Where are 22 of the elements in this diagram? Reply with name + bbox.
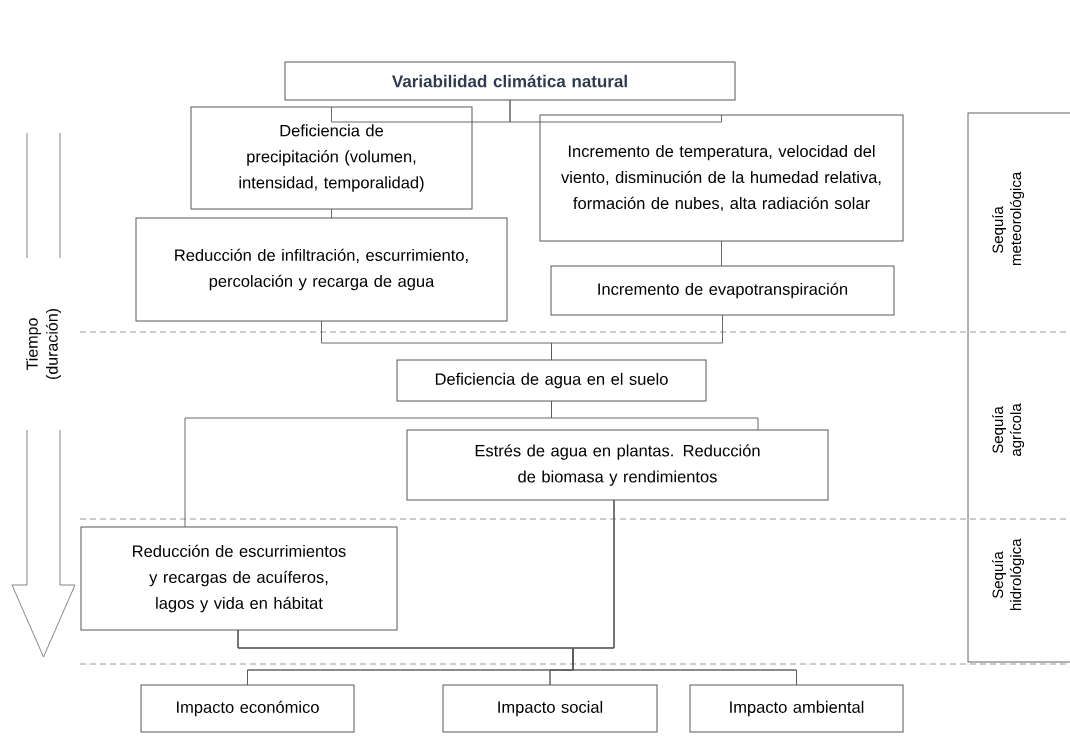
process-box: Reducción de escurrimientos y recargas de acuíferos, lagos y vida en hábitat — [80, 526, 398, 631]
process-box: Deficiencia de precipitación (volumen, intensidad, temporalidad) — [190, 106, 473, 210]
connector-line — [331, 208, 332, 219]
stage-band — [967, 112, 1070, 663]
title-box: Variabilidad climática natural — [284, 61, 736, 101]
connector-line — [721, 240, 722, 267]
connector-line — [509, 99, 722, 123]
process-box: Estrés de agua en plantas. Reducción de biomasa y rendimientos — [406, 429, 829, 501]
axis-label: Tiempo (duración) — [26, 309, 61, 380]
impact-box: Impacto social — [442, 684, 658, 733]
process-box: Incremento de temperatura, velocidad del viento, disminución de la humedad relativa, formación de nubes, alta radiación solar — [539, 114, 904, 242]
process-box: Deficiencia de agua en el suelo — [396, 359, 707, 402]
impact-box: Impacto ambiental — [689, 684, 904, 733]
process-box: Reducción de infiltración, escurrimiento, percolación y recarga de agua — [135, 217, 508, 322]
impact-box: Impacto económico — [140, 684, 355, 733]
process-box: Incremento de evapotranspiración — [550, 265, 895, 316]
connector-line — [237, 499, 797, 686]
connector-line — [551, 400, 759, 431]
band-label: Sequía meteorológica — [991, 171, 1025, 265]
band-label: Sequía agrícola — [991, 403, 1025, 457]
connector-line — [551, 314, 723, 361]
band-label: Sequía hidrológica — [991, 538, 1025, 610]
